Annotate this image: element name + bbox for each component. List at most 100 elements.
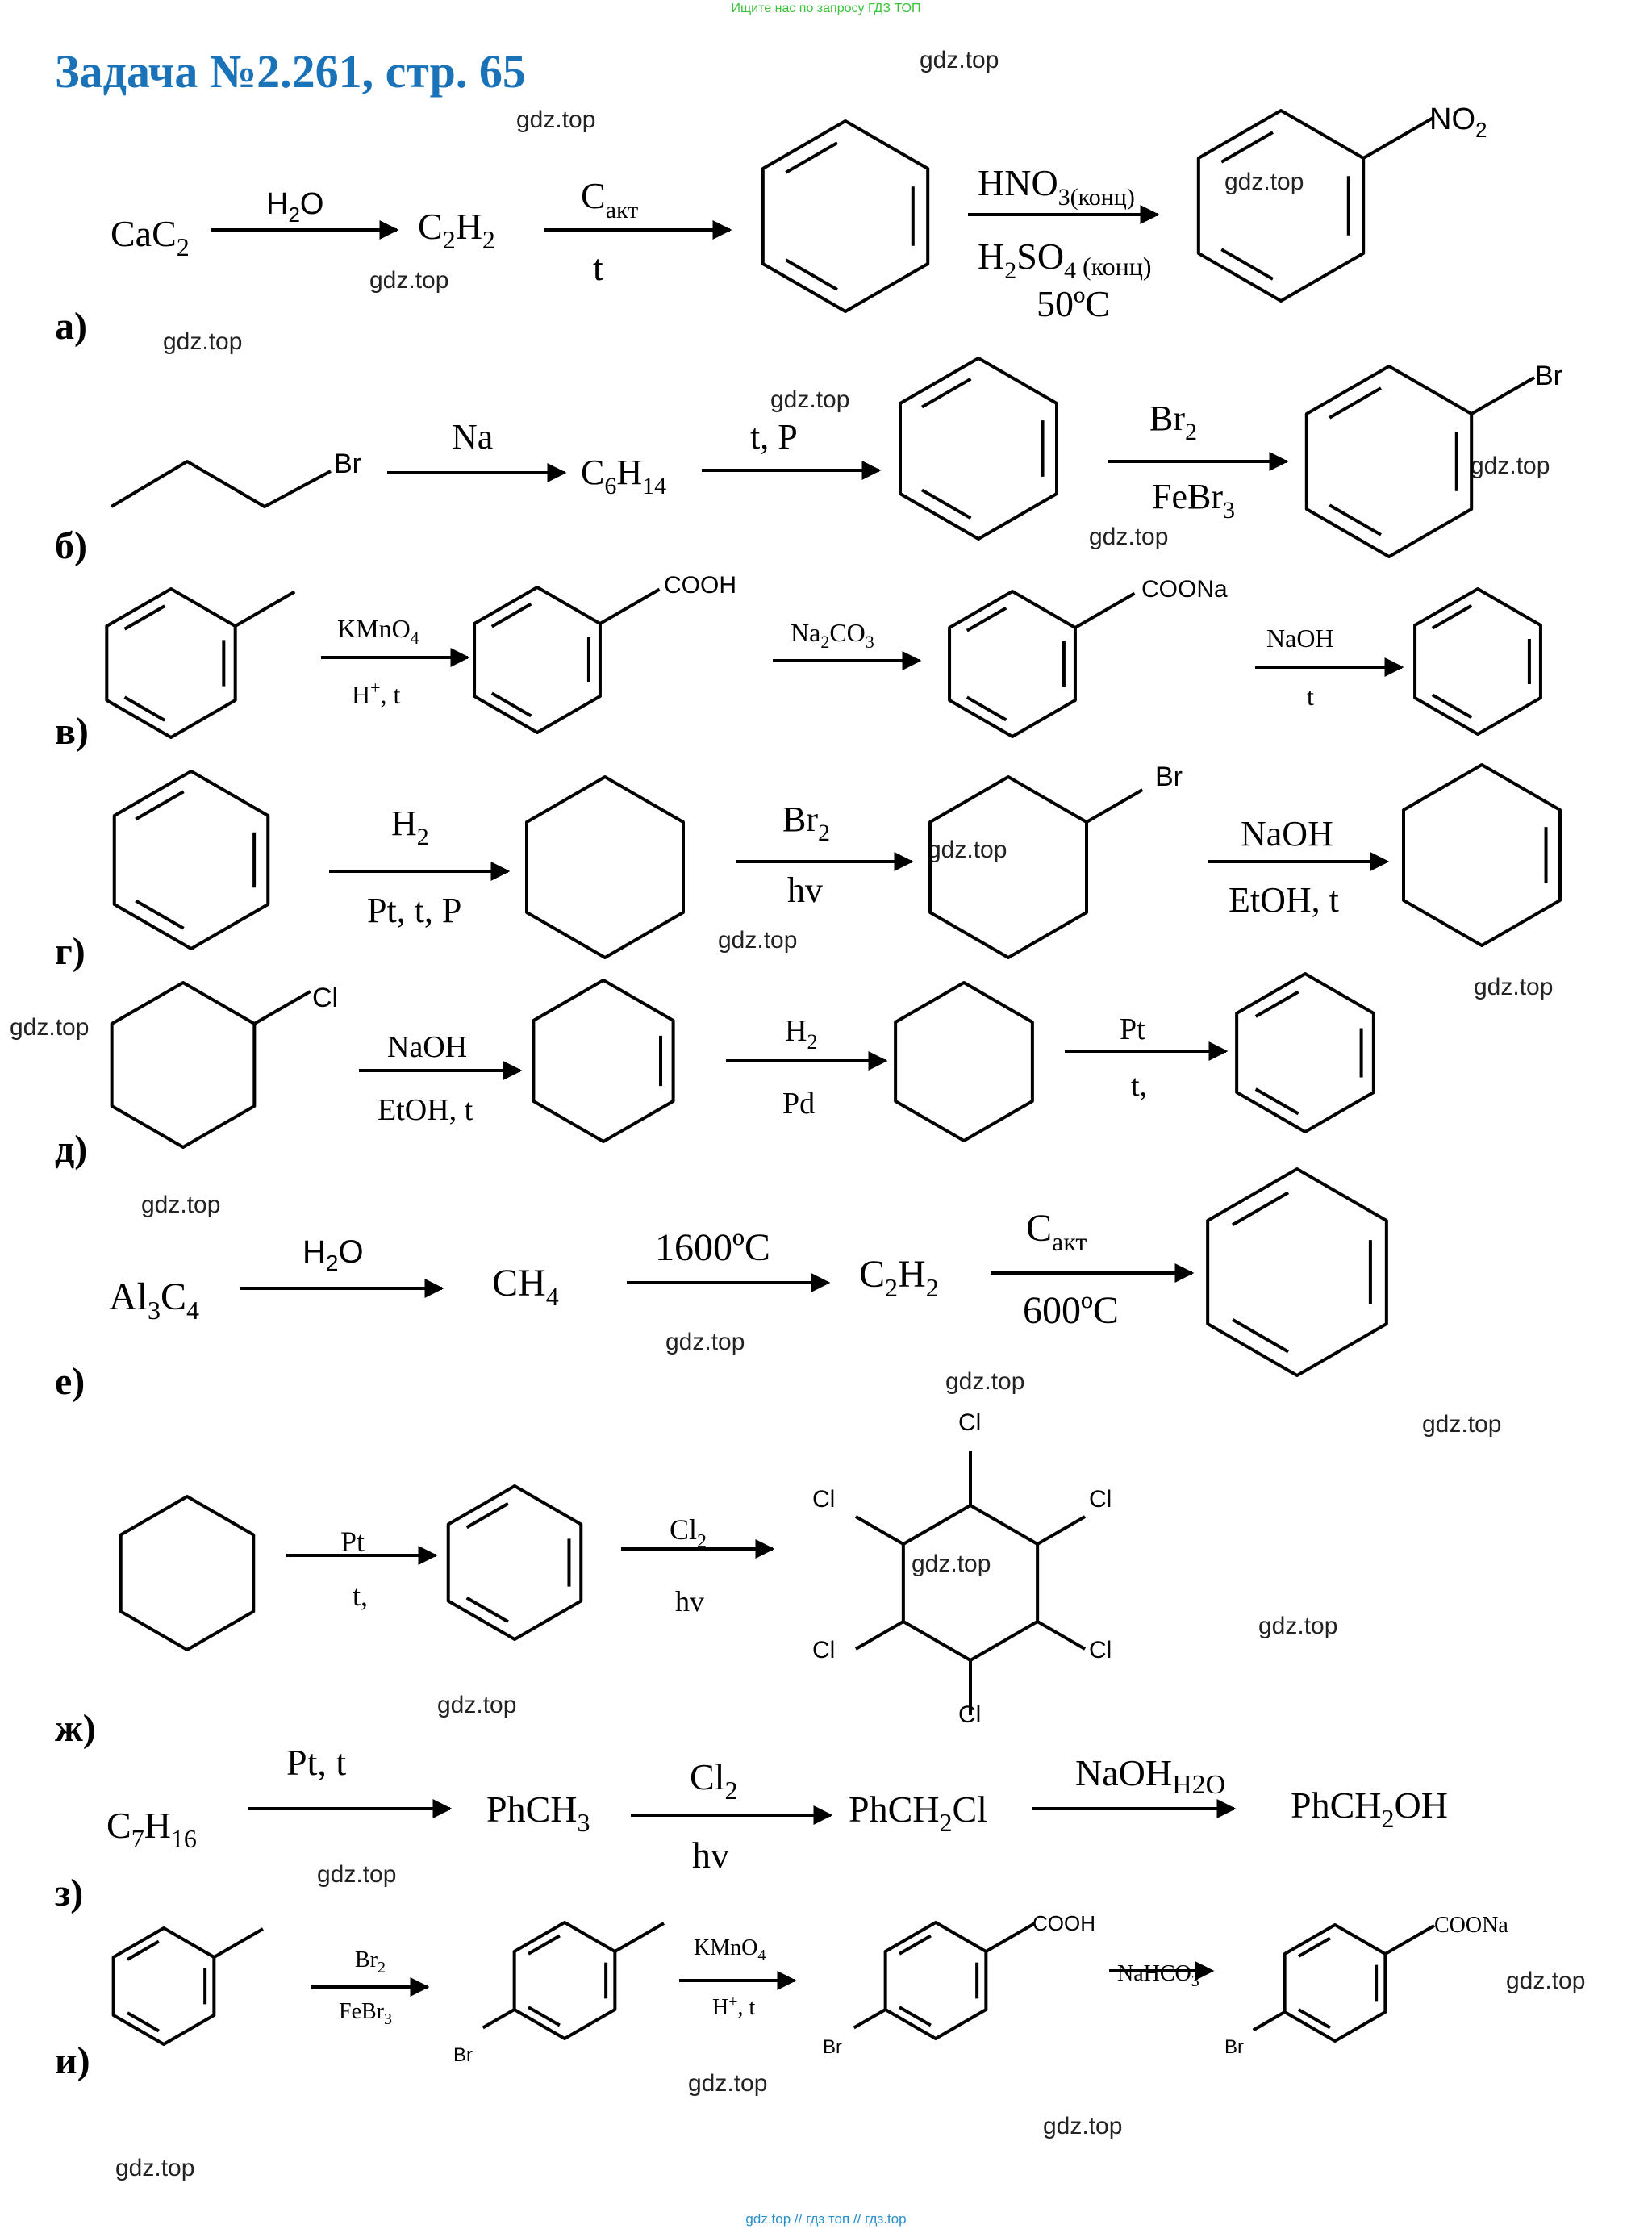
row-label-z: з)	[55, 1872, 83, 1914]
condition-etoh-t: EtOH, t	[378, 1093, 473, 1127]
watermark: gdz.top	[718, 927, 797, 954]
footer-links: gdz.top // гдз топ // гдз.top	[745, 2211, 906, 2227]
ring-outline	[119, 1495, 256, 1651]
bond	[854, 1620, 904, 1651]
reagent-cl2: Cl2	[690, 1756, 737, 1805]
row-label-e: е)	[55, 1360, 85, 1403]
bromocyclohexane-ring	[928, 775, 1088, 959]
page-title: Задача №2.261, стр. 65	[55, 45, 526, 98]
ring-outline	[1196, 109, 1366, 303]
condition-h-plus-t: H+, t	[352, 678, 401, 709]
double-bond	[490, 691, 532, 718]
double-bond	[921, 377, 972, 409]
bond	[253, 990, 311, 1025]
group-cl: Cl	[1089, 1486, 1112, 1513]
cyclohexene-ring	[532, 979, 675, 1143]
bond	[213, 1927, 264, 1959]
bond	[1074, 591, 1136, 629]
reagent-br2: Br2	[782, 799, 830, 846]
reagent-kmno4: KMnO4	[337, 614, 419, 648]
double-bond	[490, 602, 532, 628]
reagent-naoh: NaOH	[1241, 814, 1333, 854]
cyclohexane-ring	[119, 1495, 256, 1651]
double-bond	[1329, 503, 1382, 536]
condition-t: t,	[1131, 1069, 1147, 1103]
watermark: gdz.top	[516, 106, 595, 133]
ring-outline	[512, 1921, 617, 2040]
benzoic-acid-ring	[473, 586, 602, 734]
double-bond	[1232, 1318, 1290, 1354]
group-cl: Cl	[958, 1701, 981, 1728]
group-cl: Cl	[312, 983, 338, 1013]
watermark: gdz.top	[945, 1368, 1024, 1395]
condition-1600c: 1600ºC	[655, 1226, 770, 1269]
formula-phch2oh: PhCH2OH	[1291, 1784, 1448, 1833]
ring-outline	[928, 775, 1088, 959]
watermark: gdz.top	[1043, 2113, 1122, 2139]
nitrobenzene-ring	[1196, 109, 1366, 303]
group-br: Br	[334, 449, 361, 479]
double-bond	[1298, 1936, 1331, 1958]
bond	[1252, 2010, 1286, 2032]
toluene-ring	[111, 1926, 216, 2046]
top-notice: Ищите нас по запросу ГДЗ ТОП	[732, 2, 921, 15]
condition-pt-t-p: Pt, t, P	[367, 891, 461, 930]
condition-etoh-t: EtOH, t	[1229, 880, 1339, 920]
bromotoluene-ring	[512, 1921, 617, 2040]
double-bond	[1431, 693, 1473, 720]
watermark: gdz.top	[163, 328, 242, 355]
watermark: gdz.top	[665, 1329, 745, 1355]
ring-outline	[1413, 587, 1542, 736]
double-bond	[465, 1596, 509, 1623]
sodium-bromobenzoate-ring	[1283, 1923, 1387, 2043]
benzene-ring	[1206, 1167, 1388, 1377]
reagent-h2o: H2O	[302, 1234, 364, 1275]
reagent-h2o: H2O	[266, 187, 323, 227]
ring-outline	[883, 1921, 988, 2040]
reagent-h2so4: H2SO4 (конц)	[978, 236, 1152, 284]
group-br: Br	[1155, 762, 1183, 792]
hexachlorocyclohexane-ring	[901, 1504, 1040, 1662]
condition-pd: Pd	[782, 1087, 815, 1121]
ring-outline	[1235, 972, 1375, 1133]
double-bond	[1220, 131, 1274, 164]
group-br: Br	[823, 2036, 842, 2058]
bond	[1471, 376, 1536, 415]
formula-phch3: PhCH3	[486, 1789, 590, 1837]
formula-phch2cl: PhCH2Cl	[849, 1789, 987, 1837]
bond	[1037, 1620, 1087, 1651]
ring-outline	[473, 586, 602, 734]
watermark: gdz.top	[1089, 524, 1168, 550]
watermark: gdz.top	[1258, 1613, 1337, 1639]
double-bond	[899, 1934, 932, 1956]
double-bond	[135, 790, 185, 821]
ring-outline	[525, 775, 685, 959]
reagent-c-akt: Cакт	[1026, 1207, 1087, 1256]
reagent-febr3: FeBr3	[339, 1999, 392, 2028]
reagent-naoh-h2o: NaOHH2O	[1075, 1752, 1225, 1800]
molecule-layer	[105, 109, 1562, 2046]
condition-pt-t: Pt, t	[286, 1742, 346, 1783]
ring-outline	[1402, 763, 1562, 947]
reagent-naoh: NaOH	[1266, 624, 1334, 653]
bromobenzoic-acid-ring	[883, 1921, 988, 2040]
reagent-hno3: HNO3(конц)	[978, 162, 1135, 211]
group-cl: Cl	[1089, 1637, 1112, 1663]
watermark: gdz.top	[317, 1861, 396, 1888]
double-bond	[966, 695, 1007, 722]
group-br: Br	[453, 2044, 473, 2066]
double-bond	[123, 695, 166, 722]
watermark: gdz.top	[928, 837, 1007, 863]
sodium-benzoate-ring	[948, 590, 1077, 738]
condition-50c: 50ºC	[1037, 283, 1110, 324]
ring-outline	[761, 119, 930, 313]
cyclohexene-ring	[1402, 763, 1562, 947]
reagent-cl2: Cl2	[670, 1513, 707, 1552]
double-bond	[921, 488, 972, 520]
watermark: gdz.top	[141, 1192, 220, 1218]
bond	[1085, 788, 1144, 824]
ring-outline	[446, 1484, 583, 1641]
watermark: gdz.top	[688, 2070, 767, 2097]
propyl-chain	[110, 460, 332, 508]
bond	[482, 2008, 515, 2030]
